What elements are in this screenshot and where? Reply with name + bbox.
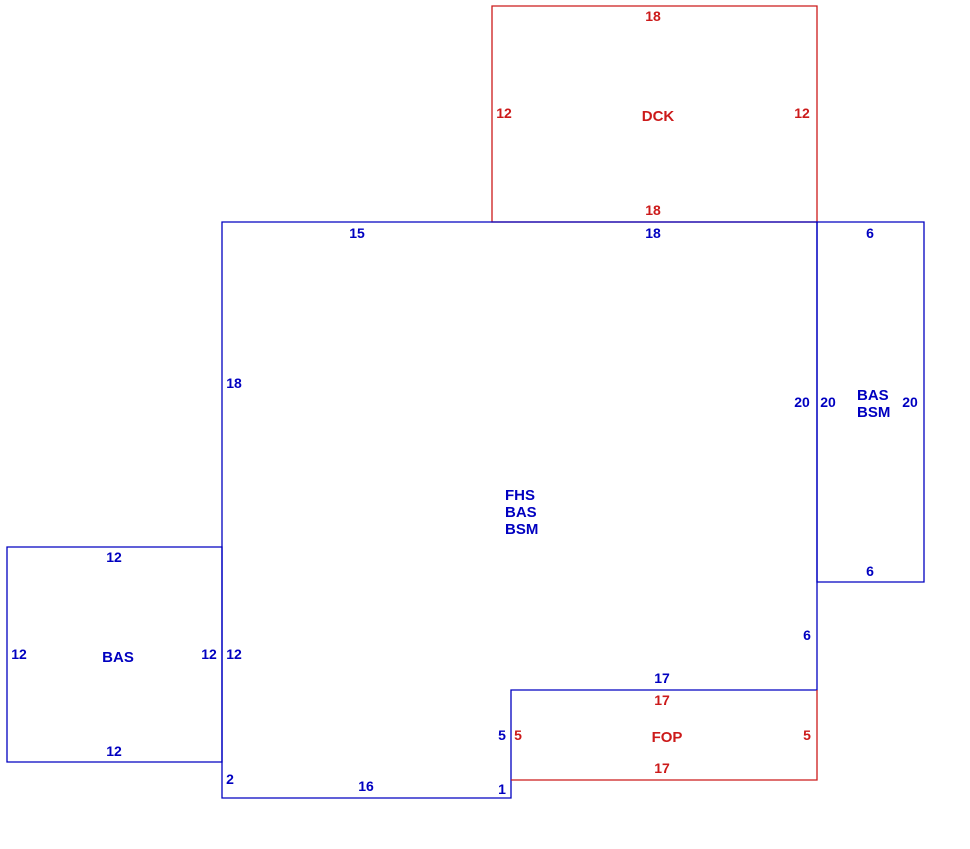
- fop-label: FOP: [652, 729, 683, 746]
- main-right-upper-dim: 20: [794, 394, 810, 410]
- main-top-left-dim: 15: [349, 225, 365, 241]
- main-right-lower-dim: 6: [803, 627, 811, 643]
- main-left-dim: 18: [226, 375, 242, 391]
- right-wing-bottom-dim: 6: [866, 563, 874, 579]
- left-wing-top-dim: 12: [106, 549, 122, 565]
- dck-bottom-dim: 18: [645, 202, 661, 218]
- left-wing-left-dim: 12: [11, 646, 27, 662]
- left-wing-right-dim: 12: [201, 646, 217, 662]
- main-notch-bottom-dim: 2: [226, 771, 234, 787]
- main-step-bottom-dim: 1: [498, 781, 506, 797]
- main-notch-left-dim: 12: [226, 646, 242, 662]
- left-wing-bottom-dim: 12: [106, 743, 122, 759]
- left-wing-outline: [6, 546, 223, 763]
- fop-right-dim: 5: [803, 727, 811, 743]
- fop-top-dim: 17: [654, 692, 670, 708]
- dck-top-dim: 18: [645, 8, 661, 24]
- main-step-inner-dim: 5: [498, 727, 506, 743]
- main-label-bas: BAS: [505, 504, 537, 521]
- right-wing-top-dim: 6: [866, 225, 874, 241]
- main-bottom-dim: 16: [358, 778, 374, 794]
- main-label-bsm: BSM: [505, 521, 538, 538]
- dck-left-dim: 12: [496, 105, 512, 121]
- dck-right-dim: 12: [794, 105, 810, 121]
- fop-outline: [511, 690, 818, 781]
- main-label-fhs: FHS: [505, 487, 535, 504]
- right-wing-left-dim: 20: [820, 394, 836, 410]
- fop-left-dim: 5: [514, 727, 522, 743]
- right-wing-label-bsm: BSM: [857, 404, 890, 421]
- main-top-right-dim: 18: [645, 225, 661, 241]
- main-inner-top-dim: 17: [654, 670, 670, 686]
- left-wing-label: BAS: [102, 649, 134, 666]
- right-wing-label-bas: BAS: [857, 387, 889, 404]
- right-wing-outline: [816, 221, 925, 583]
- right-wing-right-dim: 20: [902, 394, 918, 410]
- dck-label: DCK: [642, 108, 675, 125]
- fop-bottom-dim: 17: [654, 760, 670, 776]
